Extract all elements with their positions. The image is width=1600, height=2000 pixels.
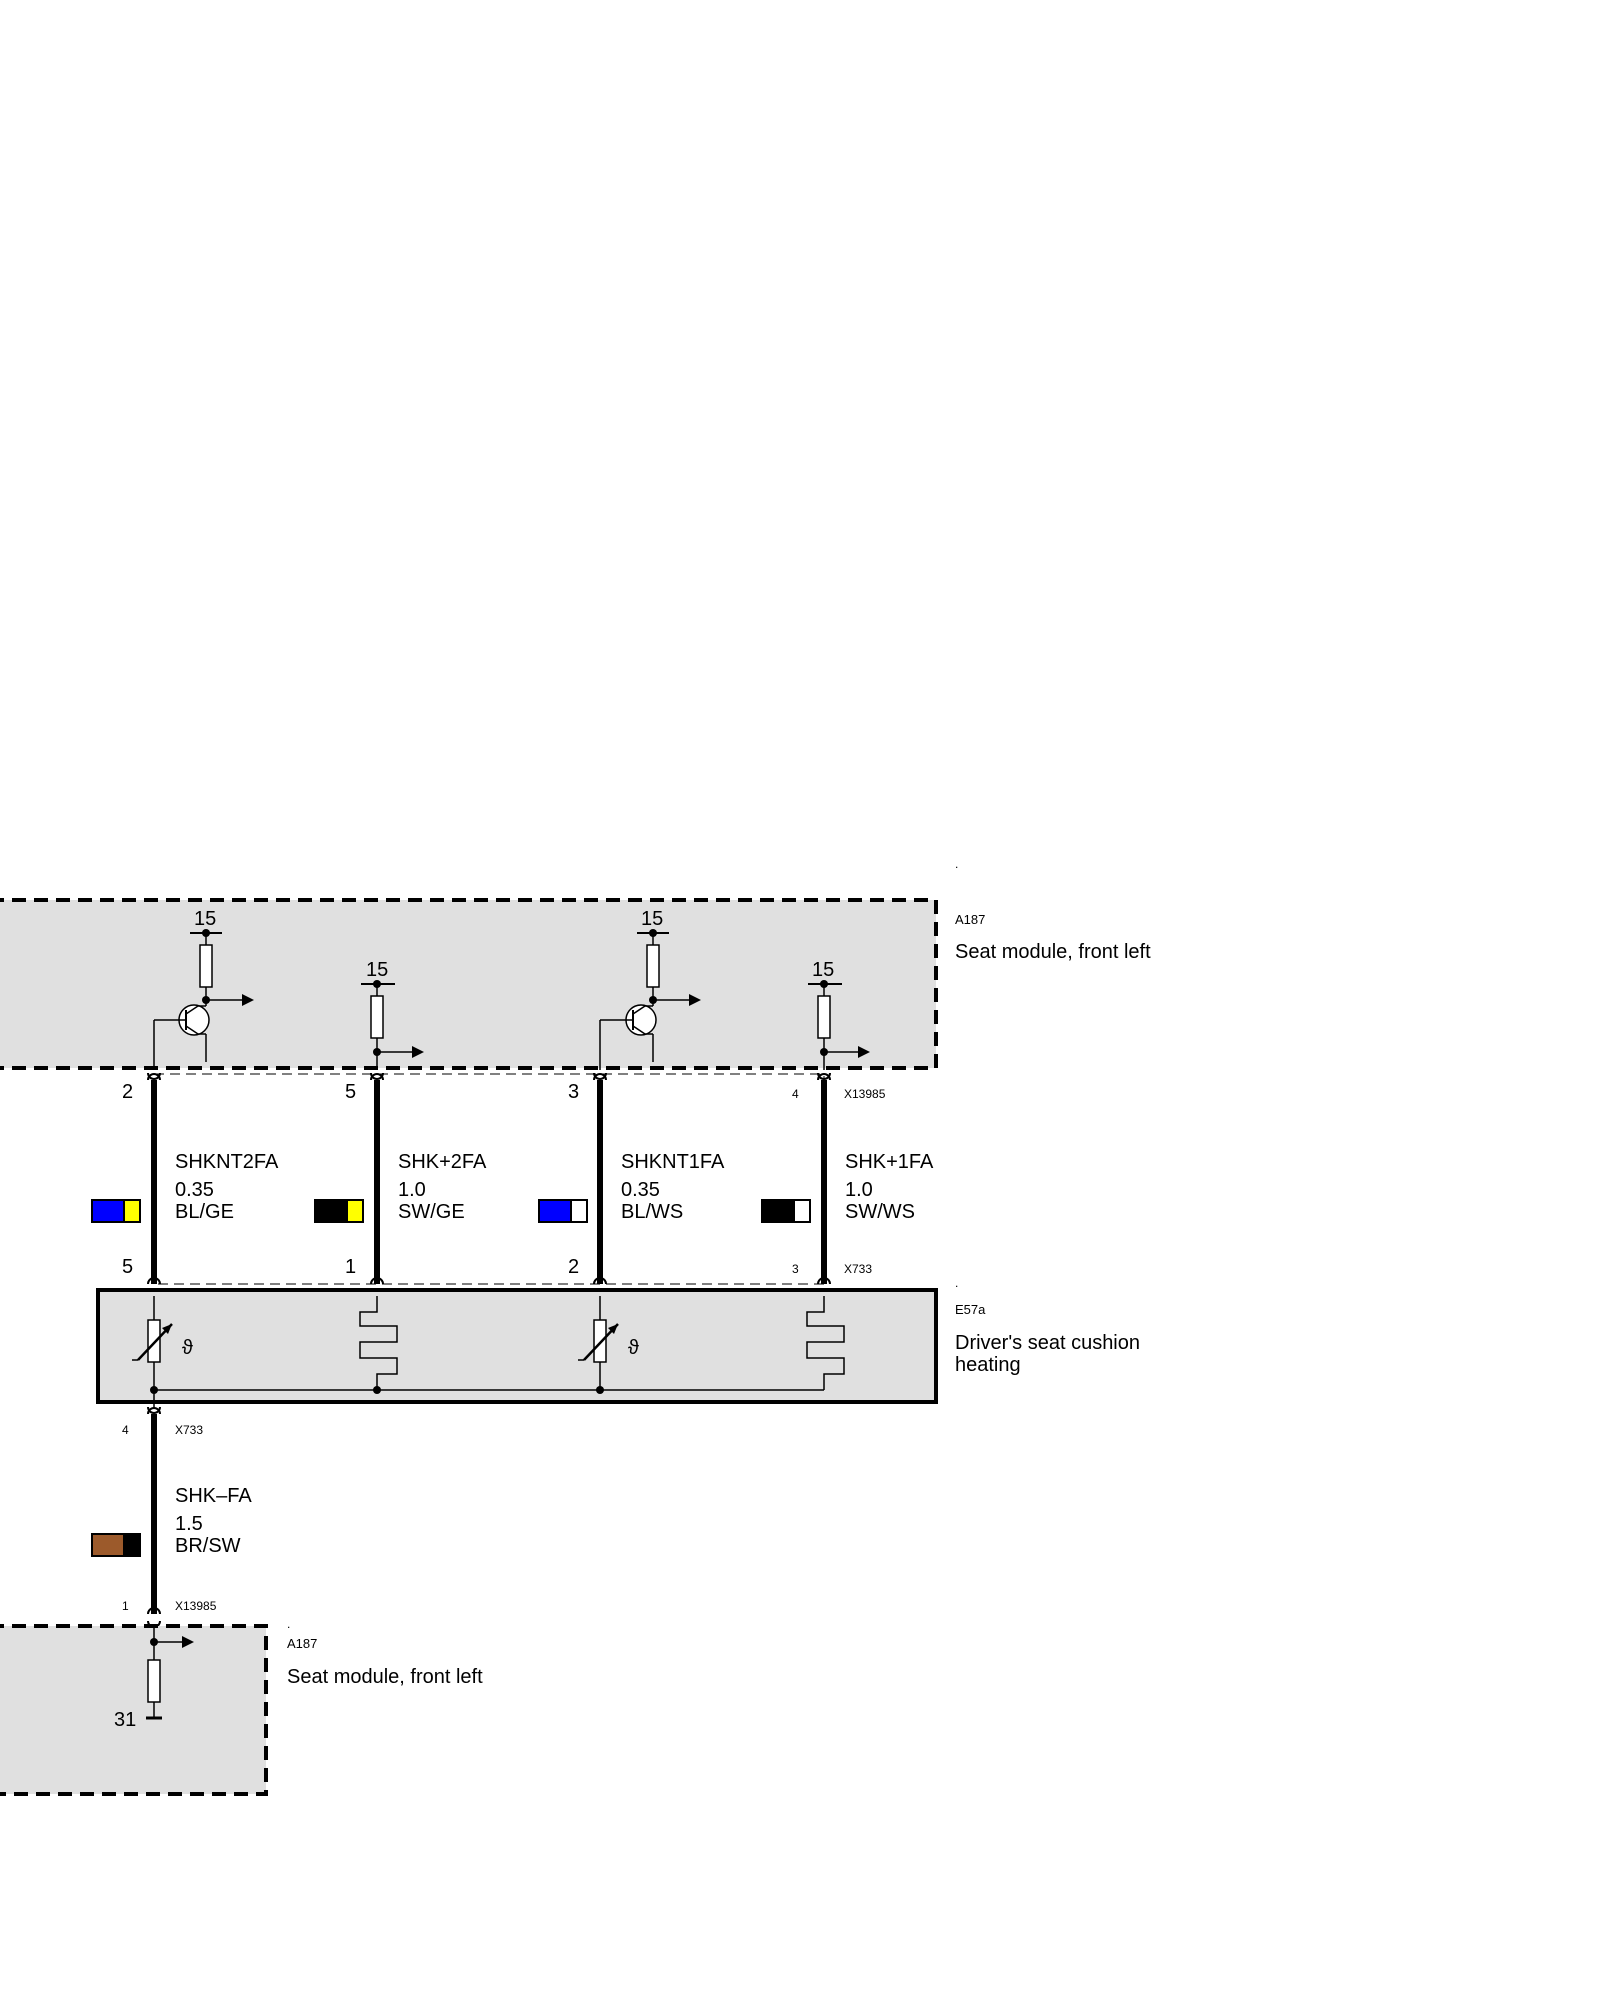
signal-arrow — [182, 1636, 194, 1648]
wire-name: SHKNT2FA — [175, 1151, 279, 1173]
wire-color-code: BL/GE — [175, 1201, 234, 1223]
heater-name-line2: heating — [955, 1354, 1021, 1376]
junction-dots — [202, 929, 828, 1056]
junction-dot — [150, 1638, 158, 1646]
pin-label: 4 — [792, 1087, 799, 1101]
pin-label: 5 — [345, 1081, 356, 1103]
seat-module-top-dot: . — [955, 857, 958, 871]
wire-color-swatch-2 — [123, 1199, 141, 1223]
module-circuits — [153, 932, 858, 1070]
ground-wire-label-group: SHK–FA 1.5 BR/SW — [91, 1485, 252, 1557]
wire-size: 1.5 — [175, 1513, 203, 1535]
seat-module-bottom-id: A187 — [287, 1636, 317, 1651]
pin-label: 1 — [122, 1599, 129, 1613]
wire-color-code: BL/WS — [621, 1201, 683, 1223]
pin-label: 3 — [792, 1262, 799, 1276]
seat-module-top-name: Seat module, front left — [955, 941, 1151, 963]
wire-size: 0.35 — [621, 1179, 660, 1201]
heater-id: E57a — [955, 1302, 986, 1317]
heater-arrowheads — [162, 1324, 618, 1334]
wire-color-swatch-1 — [761, 1199, 795, 1223]
wire-color-swatch-1 — [91, 1199, 125, 1223]
signal-arrows — [242, 994, 870, 1058]
wire-color-code: SW/GE — [398, 1201, 465, 1223]
wire-name: SHK–FA — [175, 1485, 252, 1507]
pin-label: 2 — [122, 1081, 133, 1103]
wire-label-group: SHK+2FA 1.0 SW/GE — [314, 1151, 487, 1223]
wire-color-swatch-2 — [793, 1199, 811, 1223]
wire-size: 0.35 — [175, 1179, 214, 1201]
seat-module-top-box — [0, 898, 938, 1070]
supply-15-label: 15 — [194, 908, 216, 930]
wire-color-swatch-2 — [570, 1199, 588, 1223]
ground-31-label: 31 — [114, 1709, 136, 1731]
supply-15-label: 15 — [366, 959, 388, 981]
pin-label: 3 — [568, 1081, 579, 1103]
wire-size: 1.0 — [845, 1179, 873, 1201]
connector-id: X13985 — [844, 1087, 886, 1101]
supply-15-label: 15 — [641, 908, 663, 930]
supply-15-label: 15 — [812, 959, 834, 981]
pin-label: 1 — [345, 1256, 356, 1278]
pin-label: 2 — [568, 1256, 579, 1278]
heater-dots — [150, 1386, 604, 1394]
heater-dot: . — [955, 1276, 958, 1290]
wire-color-code: SW/WS — [845, 1201, 915, 1223]
wire-color-swatch-1 — [314, 1199, 348, 1223]
wire-label-group: SHKNT2FA 0.35 BL/GE — [91, 1151, 279, 1223]
wire-size: 1.0 — [398, 1179, 426, 1201]
wire-color-swatch-1 — [538, 1199, 572, 1223]
theta-icon: ϑ — [182, 1337, 193, 1359]
heater-box — [96, 1288, 938, 1404]
wire-color-swatch-2 — [346, 1199, 364, 1223]
seat-module-bottom-name: Seat module, front left — [287, 1666, 483, 1688]
seat-module-top-id: A187 — [955, 912, 985, 927]
pin-label: 5 — [122, 1256, 133, 1278]
wire-label-group: SHKNT1FA 0.35 BL/WS — [538, 1151, 725, 1223]
wire-label-group: SHK+1FA 1.0 SW/WS — [761, 1151, 934, 1223]
seat-module-bottom-box — [0, 1624, 268, 1796]
connector-id: X733 — [175, 1423, 203, 1437]
connector-id: X733 — [844, 1262, 872, 1276]
wire-name: SHK+2FA — [398, 1151, 487, 1173]
wire-name: SHKNT1FA — [621, 1151, 725, 1173]
seat-module-bottom-dot: . — [287, 1617, 290, 1631]
connector-x13985-outline — [153, 1073, 825, 1285]
wire-lines — [151, 1080, 827, 1614]
wire-name: SHK+1FA — [845, 1151, 934, 1173]
wire-color-swatch-1 — [91, 1533, 125, 1557]
wire-color-code: BR/SW — [175, 1535, 241, 1557]
pin-label: 4 — [122, 1423, 129, 1437]
wire-color-swatch-2 — [123, 1533, 141, 1557]
connector-id: X13985 — [175, 1599, 217, 1613]
theta-icon: ϑ — [628, 1337, 639, 1359]
heater-name-line1: Driver's seat cushion — [955, 1332, 1140, 1354]
